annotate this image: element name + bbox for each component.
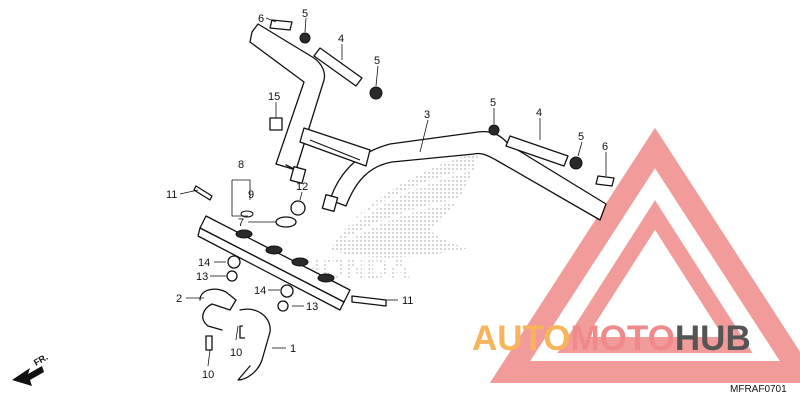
- callout-5b: 5: [374, 55, 380, 67]
- callout-14b: 14: [254, 285, 266, 297]
- front-direction-label: FR.: [32, 352, 50, 368]
- watermark-moto: MOTO: [571, 319, 675, 358]
- watermark-hub: HUB: [675, 319, 751, 358]
- handlebar-holder: [197, 215, 351, 311]
- callout-4a: 4: [338, 33, 344, 45]
- callout-5a: 5: [302, 8, 308, 20]
- callout-14a: 14: [198, 257, 210, 269]
- callout-3: 3: [424, 109, 430, 121]
- honda-wing-logo: HONDA: [300, 150, 480, 285]
- bolts: [193, 185, 387, 351]
- wire-guides: [199, 288, 271, 381]
- front-direction-indicator: FR.: [12, 352, 50, 386]
- callout-6a: 6: [258, 13, 264, 25]
- watermark-text: AUTOMOTOHUB: [472, 319, 751, 358]
- watermark-auto: AUTO: [472, 319, 571, 358]
- callout-2: 2: [176, 293, 182, 305]
- callout-9: 9: [248, 189, 254, 201]
- callout-11b: 11: [402, 295, 413, 307]
- callout-8: 8: [238, 159, 244, 171]
- callout-4b: 4: [536, 107, 542, 119]
- diagram-code: MFRAF0701: [730, 384, 787, 395]
- callout-11a: 11: [166, 189, 177, 201]
- callout-5d: 5: [578, 131, 584, 143]
- callout-12: 12: [296, 181, 308, 193]
- callout-5c: 5: [490, 97, 496, 109]
- callout-13a: 13: [196, 271, 208, 283]
- handlebar: [249, 23, 607, 221]
- watermark-triangle-logo: [489, 127, 800, 383]
- callout-10a: 10: [230, 347, 242, 359]
- svg-text:AUTOMOTOHUB: AUTOMOTOHUB: [472, 319, 751, 358]
- callout-numbers: 6 5 4 5 15 3 5 4 5 6 8 9 11 12 7 14 13 2…: [166, 8, 608, 381]
- callout-13b: 13: [306, 301, 318, 313]
- front-arrow-icon: [12, 366, 44, 386]
- callout-10b: 10: [202, 369, 214, 381]
- callout-7: 7: [238, 217, 244, 229]
- handlebar-weight-right: [505, 135, 569, 167]
- callout-15: 15: [268, 91, 280, 103]
- callout-1: 1: [290, 343, 296, 355]
- handlebar-weight-left: [313, 47, 363, 87]
- callout-6b: 6: [602, 141, 608, 153]
- leader-lines: [179, 17, 607, 367]
